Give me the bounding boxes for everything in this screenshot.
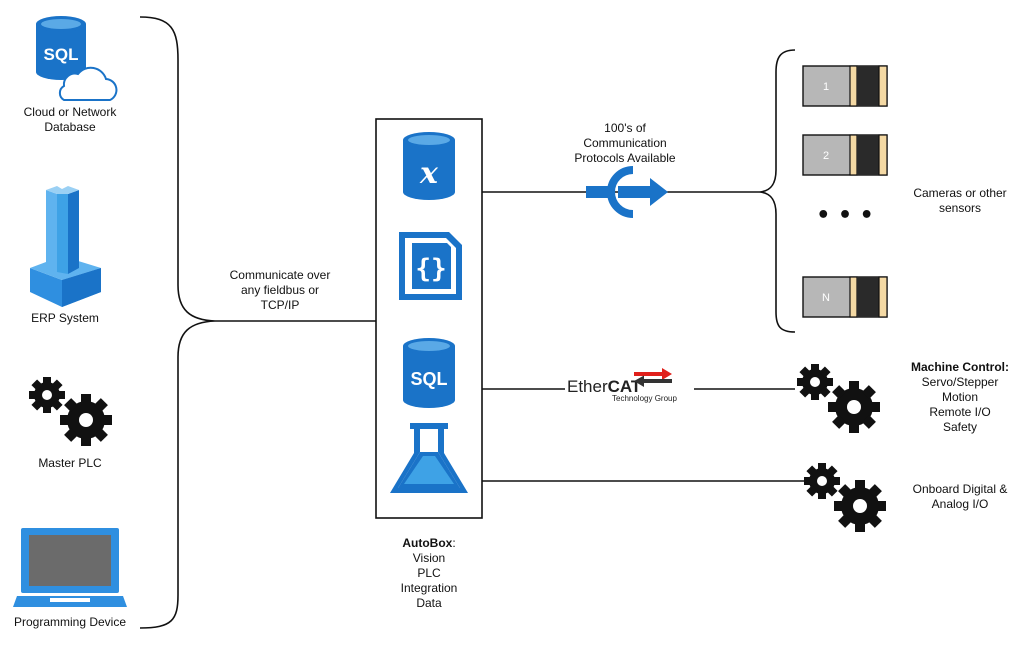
machine-control-line2: Motion: [941, 390, 979, 404]
master-plc-label: Master PLC: [38, 456, 102, 470]
camera-module-n: N: [802, 276, 888, 318]
flask-icon: [390, 423, 468, 493]
onboard-io-gears-icon: [804, 463, 886, 532]
protocols-line3: Protocols Available: [574, 151, 676, 165]
protocols-label: 100's of Communication Protocols Availab…: [560, 121, 690, 166]
machine-control-line4: Safety: [942, 420, 978, 434]
protocol-connector-icon: [586, 166, 668, 218]
onboard-io-label: Onboard Digital & Analog I/O: [905, 482, 1015, 512]
sql-database-icon: SQL: [403, 338, 455, 408]
cameras-label-line2: sensors: [938, 201, 982, 215]
autobox-label: AutoBox: Vision PLC Integration Data: [374, 536, 484, 611]
variable-icon-text: x: [419, 156, 439, 191]
master-plc-gears-icon: [29, 377, 112, 446]
machine-control-title: Machine Control:: [900, 360, 1020, 375]
erp-label: ERP System: [31, 311, 99, 325]
link-left-line1: Communicate over: [229, 268, 331, 282]
autobox-title: AutoBox:: [374, 536, 484, 551]
camera-n-label: N: [822, 292, 830, 304]
cloud-db-label-line2: Database: [44, 120, 96, 134]
variable-database-icon: x: [403, 132, 455, 200]
cloud-db-label: Cloud or Network Database: [10, 105, 130, 135]
camera-ellipsis: • • •: [816, 203, 874, 228]
protocols-line2: Communication: [583, 136, 667, 150]
ethercat-logo-main: Ether: [567, 377, 608, 396]
ethercat-logo: EtherCAT Technology Group: [567, 368, 677, 403]
ethercat-logo-bold: CAT: [608, 377, 642, 396]
machine-control-line1: Servo/Stepper: [921, 375, 999, 389]
camera-2-label: 2: [823, 150, 829, 162]
autobox-line-integration: Integration: [400, 581, 458, 595]
erp-server-icon: [30, 186, 101, 307]
link-left-line2: any fieldbus or: [240, 283, 320, 297]
left-brace: [139, 16, 216, 629]
code-file-icon: {}: [399, 232, 462, 300]
camera-module-1: 1: [802, 65, 888, 107]
link-left-label: Communicate over any fieldbus or TCP/IP: [215, 268, 345, 313]
laptop-icon: [13, 528, 127, 607]
camera-1-label: 1: [823, 81, 829, 93]
autobox-line-plc: PLC: [417, 566, 441, 580]
sql-database-cloud-icon: SQL: [36, 16, 118, 101]
machine-control-title-text: Machine Control:: [911, 360, 1009, 374]
autobox-title-text: AutoBox: [402, 536, 453, 550]
machine-control-gears-icon: [797, 364, 880, 433]
machine-control-line3: Remote I/O: [929, 405, 991, 419]
onboard-io-line1: Onboard Digital &: [912, 482, 1008, 496]
autobox-line-data: Data: [416, 596, 442, 610]
right-brace: [759, 49, 796, 333]
protocols-line1: 100's of: [604, 121, 646, 135]
camera-module-2: 2: [802, 134, 888, 176]
cameras-label: Cameras or other sensors: [905, 186, 1015, 216]
programming-device-label: Programming Device: [13, 615, 127, 629]
cameras-label-line1: Cameras or other: [913, 186, 1007, 200]
sql-db-icon-text: SQL: [410, 369, 447, 389]
onboard-io-line2: Analog I/O: [931, 497, 989, 511]
autobox-title-suffix: :: [452, 536, 456, 550]
machine-control-label: Machine Control: Servo/Stepper Motion Re…: [900, 360, 1020, 435]
svg-text:EtherCAT: EtherCAT: [567, 377, 642, 396]
code-icon-text: {}: [415, 254, 446, 284]
sql-icon-text: SQL: [44, 45, 79, 64]
ethercat-logo-sub: Technology Group: [612, 394, 677, 403]
autobox-line-vision: Vision: [412, 551, 446, 565]
link-left-line3: TCP/IP: [260, 298, 300, 312]
cloud-db-label-line1: Cloud or Network: [23, 105, 117, 119]
